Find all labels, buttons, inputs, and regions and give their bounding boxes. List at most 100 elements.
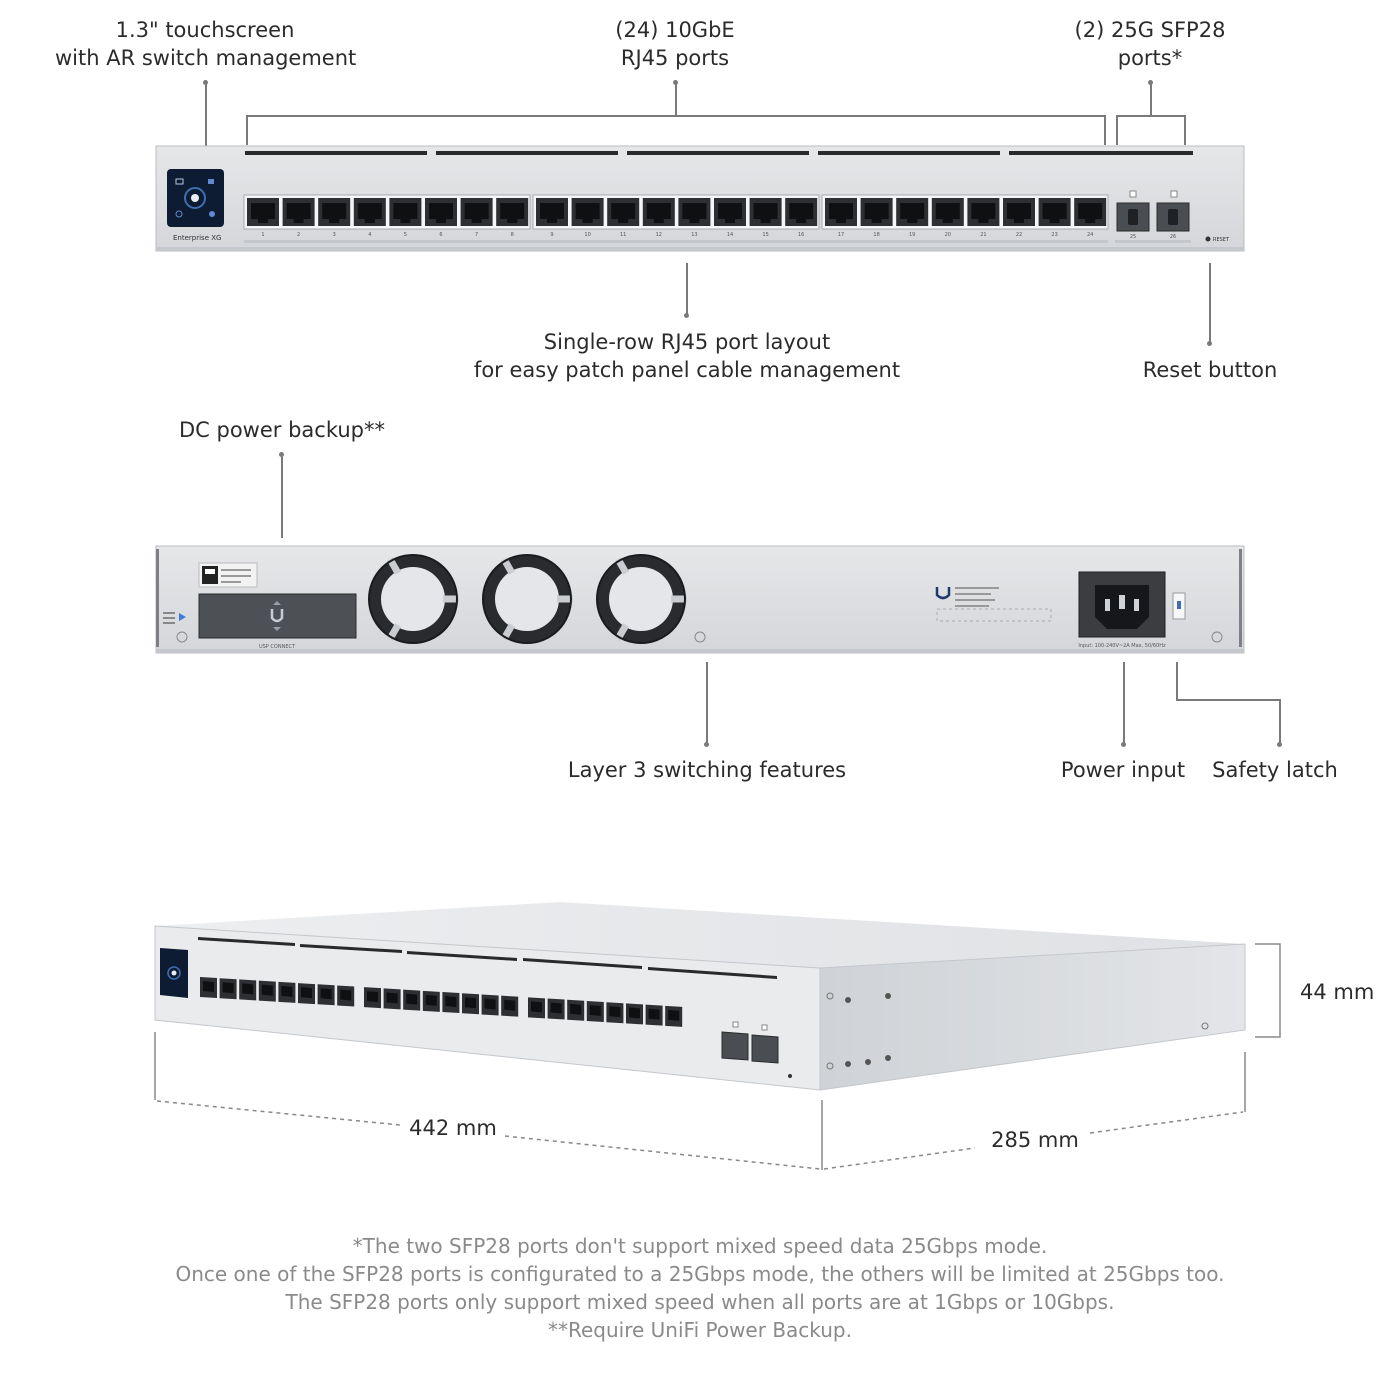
rj45-port[interactable]: [278, 981, 296, 1003]
port-number: 18: [873, 232, 879, 238]
rj45-port[interactable]: [1074, 198, 1107, 226]
rj45-port[interactable]: [547, 998, 565, 1020]
safety-latch[interactable]: [1172, 592, 1186, 620]
rj45-port[interactable]: [501, 995, 519, 1017]
rj45-port[interactable]: [606, 1002, 624, 1024]
callout-power-input-line1: Power input: [1060, 758, 1186, 782]
bracket-rj45-left: [246, 115, 248, 145]
port-number: 23: [1051, 232, 1057, 238]
sfp-port[interactable]: [721, 1031, 749, 1061]
callout-dc-power-line1: DC power backup**: [179, 418, 385, 442]
rj45-port[interactable]: [258, 980, 276, 1002]
port-number: 11: [620, 232, 626, 238]
rj45-port[interactable]: [442, 992, 460, 1014]
power-rating-label: Input: 100-240V~2A Max, 50/60Hz: [1078, 643, 1166, 649]
rj45-port[interactable]: [714, 198, 746, 226]
fan-icon: [596, 554, 687, 644]
port-number: 12: [656, 232, 662, 238]
usp-connect-port[interactable]: [198, 593, 357, 639]
rj45-port[interactable]: [364, 987, 381, 1009]
callout-sfp-ports: (2) 25G SFP28 ports*: [1050, 16, 1250, 72]
rj45-port[interactable]: [931, 198, 964, 226]
rj45-port[interactable]: [528, 997, 545, 1019]
dimension-depth: 285 mm: [991, 1128, 1079, 1152]
rj45-port[interactable]: [425, 198, 457, 226]
rj45-port[interactable]: [462, 993, 479, 1015]
rj45-port[interactable]: [460, 198, 493, 226]
rj45-port[interactable]: [318, 198, 351, 226]
rj45-port[interactable]: [389, 198, 422, 226]
callout-safety-latch: Safety latch: [1200, 756, 1350, 784]
rj45-port[interactable]: [337, 985, 355, 1007]
rj45-port[interactable]: [678, 198, 711, 226]
rj45-port[interactable]: [749, 198, 782, 226]
rj45-port[interactable]: [496, 198, 529, 226]
rj45-port[interactable]: [642, 198, 675, 226]
rj45-port[interactable]: [1003, 198, 1035, 226]
callout-port-layout: Single-row RJ45 port layout for easy pat…: [437, 328, 937, 384]
callout-rj45-line2: RJ45 ports: [620, 46, 730, 70]
rj45-port[interactable]: [200, 977, 217, 998]
callout-port-layout-line1: Single-row RJ45 port layout: [543, 330, 831, 354]
callout-line: [1123, 662, 1125, 744]
callout-line: [675, 82, 677, 116]
rj45-port[interactable]: [645, 1004, 663, 1026]
sfp-port[interactable]: [1156, 190, 1190, 232]
rj45-port[interactable]: [967, 198, 1000, 226]
callout-safety-latch-line1: Safety latch: [1212, 758, 1338, 782]
rj45-port[interactable]: [825, 198, 857, 226]
callout-dc-power: DC power backup**: [162, 416, 402, 444]
rj45-port[interactable]: [860, 198, 893, 226]
rj45-port[interactable]: [353, 198, 386, 226]
callout-reset: Reset button: [1110, 356, 1310, 384]
reset-label: RESET: [1213, 237, 1230, 243]
rj45-port[interactable]: [607, 198, 640, 226]
bracket-sfp-left: [1116, 115, 1118, 145]
reset-button[interactable]: [1205, 236, 1211, 242]
callout-sfp-line1: (2) 25G SFP28: [1074, 18, 1226, 42]
rj45-port[interactable]: [567, 999, 585, 1021]
rj45-port[interactable]: [626, 1003, 643, 1025]
port-number: 3: [333, 232, 336, 238]
rj45-port[interactable]: [239, 979, 257, 1001]
touchscreen-display-icon: [167, 169, 224, 227]
rj45-port[interactable]: [317, 984, 335, 1006]
port-number: 1: [261, 232, 264, 238]
bracket-sfp: [1116, 115, 1186, 117]
sfp-port[interactable]: [1116, 190, 1150, 232]
rj45-port[interactable]: [383, 988, 401, 1010]
bracket-rj45-right: [1104, 115, 1106, 145]
touchscreen-display-icon: [160, 948, 188, 998]
callout-rj45-line1: (24) 10GbE: [615, 18, 735, 42]
rj45-port[interactable]: [586, 1000, 604, 1022]
reset-button[interactable]: [788, 1074, 792, 1078]
rj45-port[interactable]: [665, 1005, 683, 1027]
footnote: **Require UniFi Power Backup.: [547, 1318, 852, 1342]
sfp-number: 26: [1170, 234, 1176, 240]
bracket-sfp-right: [1184, 115, 1186, 145]
rj45-port[interactable]: [298, 983, 315, 1005]
rj45-port[interactable]: [219, 978, 237, 1000]
rj45-port[interactable]: [896, 198, 929, 226]
port-number: 5: [404, 232, 407, 238]
sfp-port[interactable]: [751, 1034, 779, 1064]
rj45-port[interactable]: [422, 990, 440, 1012]
rj45-port[interactable]: [282, 198, 315, 226]
rj45-port[interactable]: [785, 198, 818, 226]
rj45-port[interactable]: [481, 994, 499, 1016]
rj45-port[interactable]: [571, 198, 604, 226]
rj45-port[interactable]: [247, 198, 279, 226]
callout-line: [686, 263, 688, 315]
callout-touchscreen: 1.3" touchscreen with AR switch manageme…: [55, 16, 356, 72]
usp-label: USP CONNECT: [259, 644, 296, 650]
rj45-port[interactable]: [403, 989, 421, 1011]
rj45-port[interactable]: [1038, 198, 1071, 226]
power-inlet[interactable]: [1078, 571, 1166, 638]
callout-reset-line1: Reset button: [1142, 358, 1278, 382]
bracket-rj45: [246, 115, 1106, 117]
footnote: Once one of the SFP28 ports is configura…: [175, 1262, 1225, 1286]
rj45-port[interactable]: [536, 198, 568, 226]
callout-sfp-line2: ports*: [1117, 46, 1183, 70]
fan-icon: [368, 554, 459, 644]
